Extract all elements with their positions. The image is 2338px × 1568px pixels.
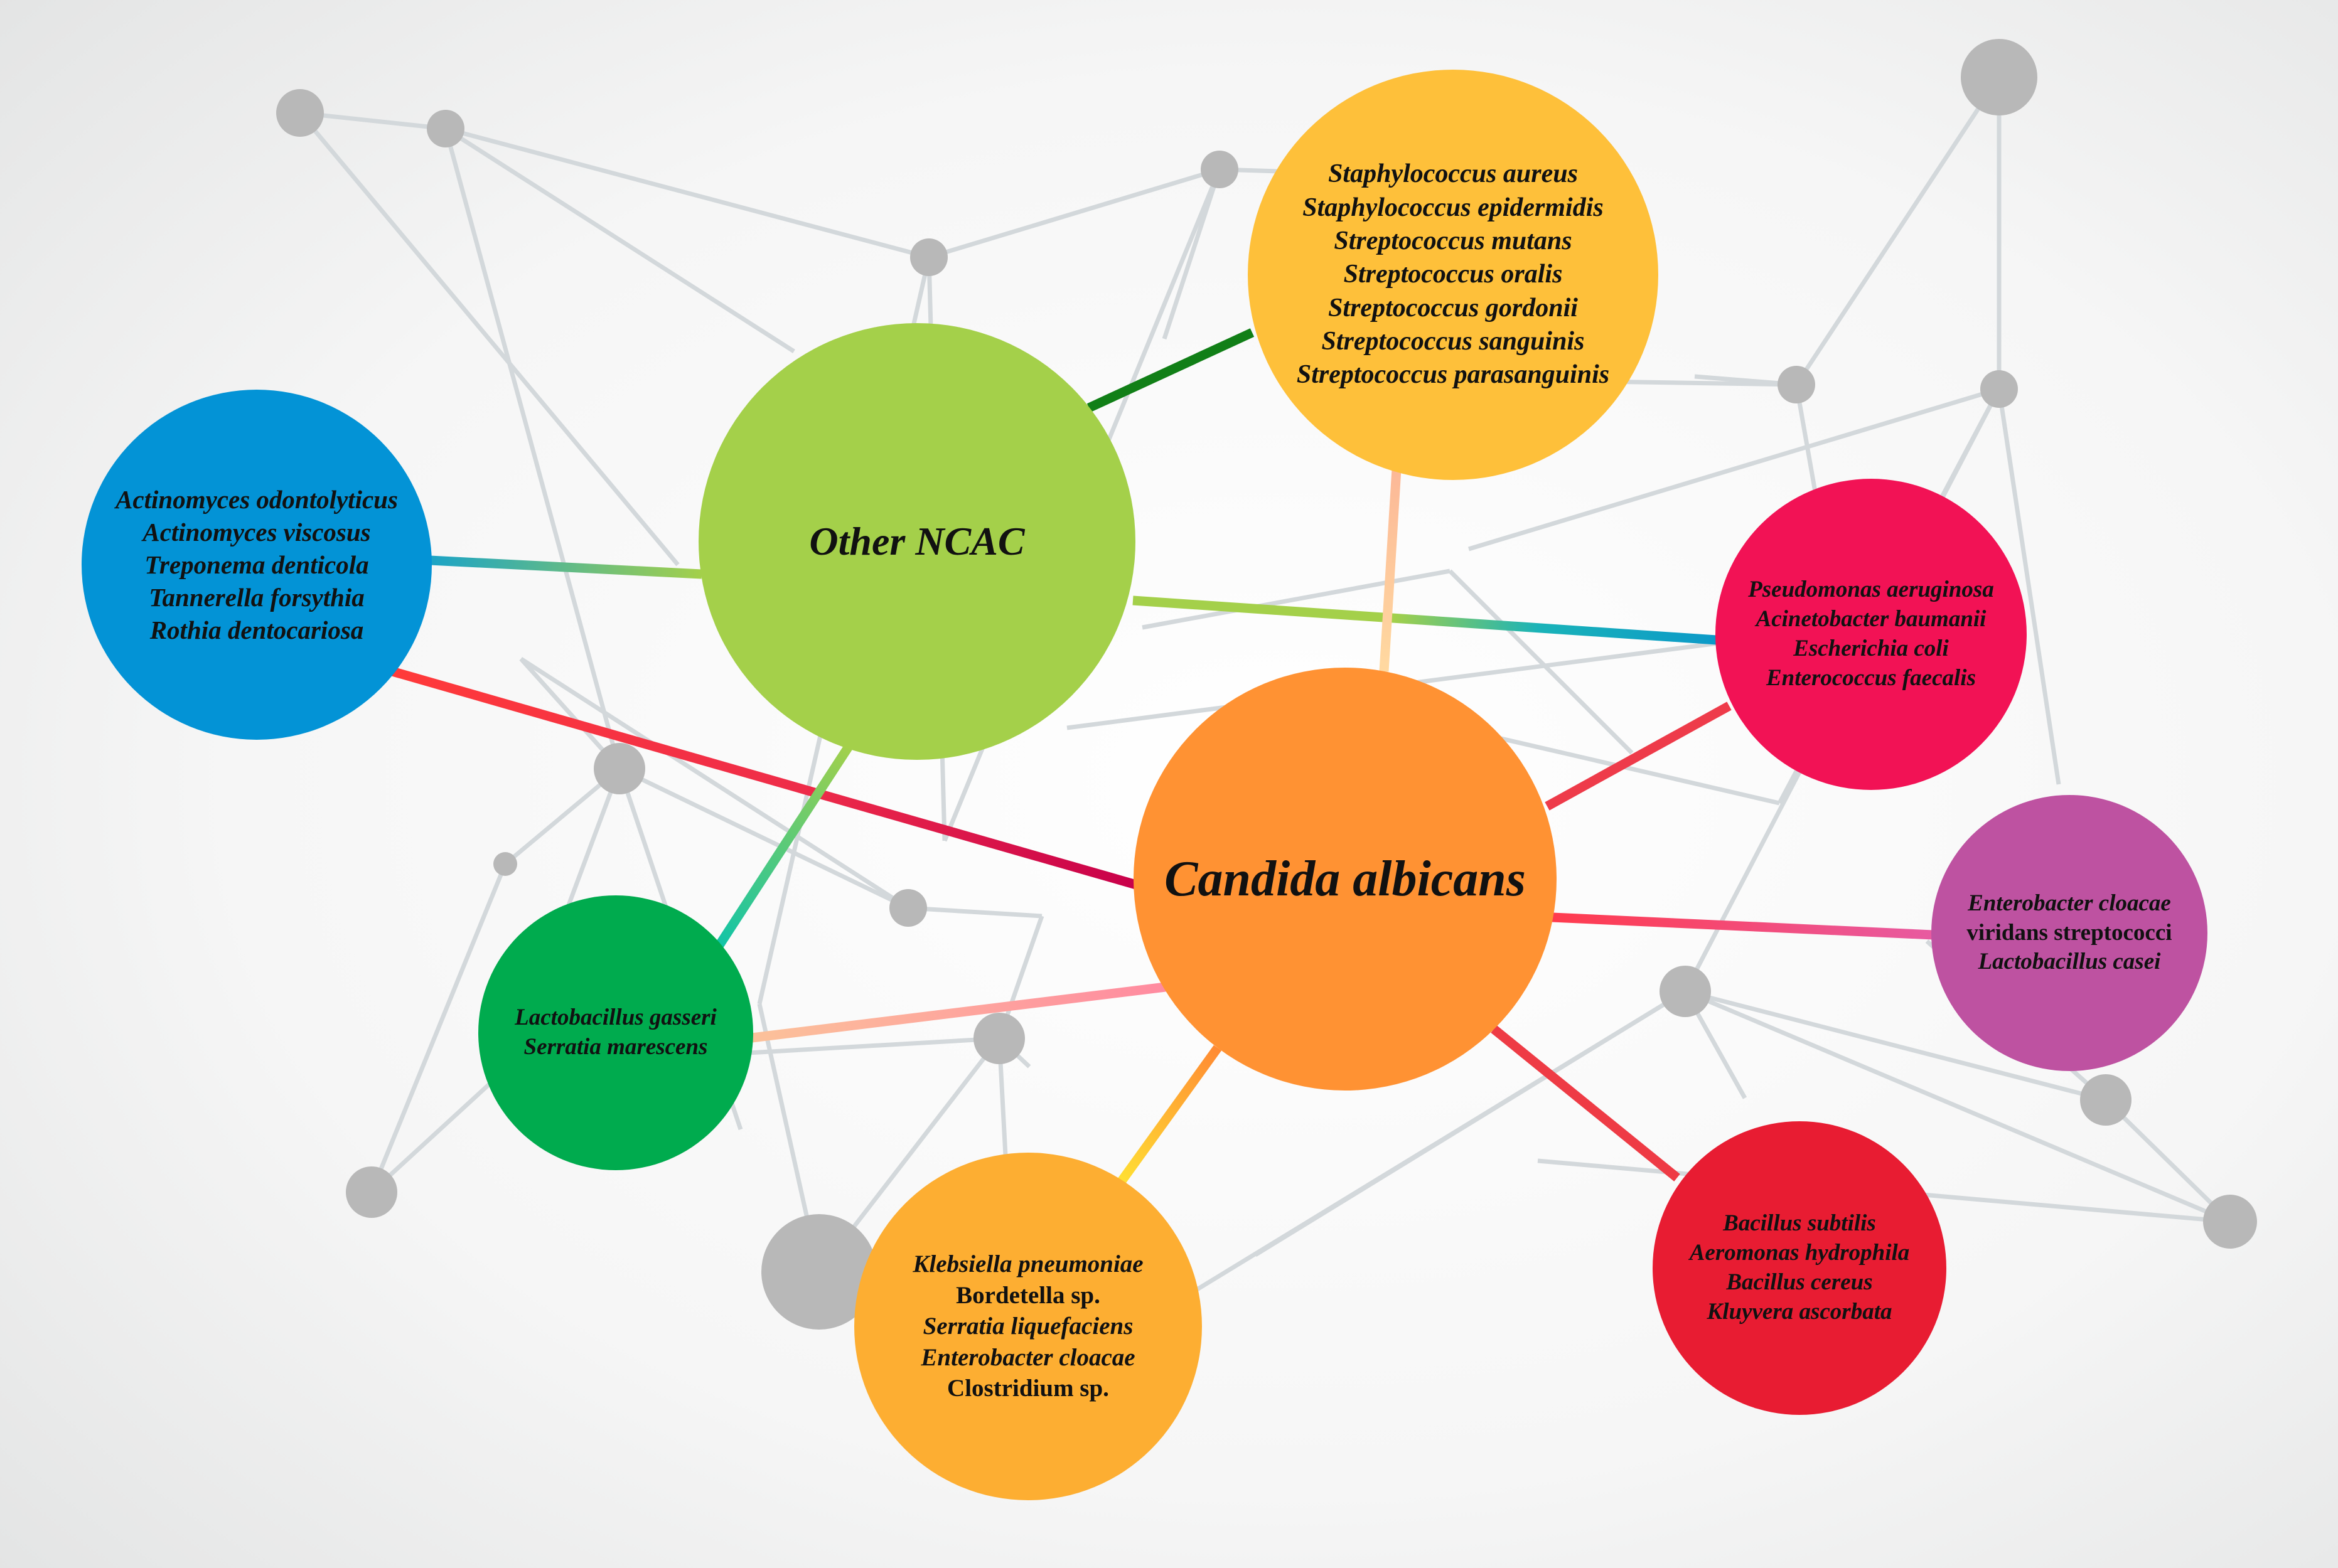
pseudomonas-cluster-node: Pseudomonas aeruginosa Acinetobacter bau…	[1715, 479, 2027, 790]
species-label: Pseudomonas aeruginosa	[1748, 577, 1994, 603]
network-line	[2104, 1098, 2232, 1224]
network-node	[973, 1013, 1025, 1064]
species-label: Streptococcus gordonii	[1328, 293, 1578, 323]
candida-albicans-node: Candida albicans	[1134, 668, 1557, 1091]
network-line	[1794, 76, 2001, 386]
network-node	[1660, 966, 1711, 1017]
network-line	[928, 167, 1221, 260]
network-line	[908, 905, 1043, 919]
network-line	[1685, 989, 2106, 1102]
species-label: Bordetella sp.	[956, 1281, 1100, 1309]
network-node	[2203, 1195, 2257, 1249]
species-label: Streptococcus mutans	[1334, 227, 1572, 255]
species-label: Kluyvera ascorbata	[1707, 1298, 1892, 1325]
network-line	[444, 127, 795, 353]
species-label: Lactobacillus casei	[1978, 949, 2161, 975]
connection-line	[1086, 328, 1255, 412]
connection-line	[1132, 595, 1717, 645]
connection-line	[1116, 1045, 1222, 1186]
candida-albicans-label: Candida albicans	[1164, 851, 1526, 907]
network-node	[346, 1166, 397, 1218]
network-line	[370, 1065, 510, 1194]
network-line	[299, 110, 446, 131]
species-label: Tannerella forsythia	[149, 583, 365, 612]
connection-line	[751, 981, 1171, 1043]
species-label: Treponema denticola	[144, 550, 369, 579]
network-line	[298, 111, 680, 567]
connection-lines	[390, 328, 1934, 1186]
species-label: Serratia liquefaciens	[923, 1313, 1134, 1340]
connection-line	[1491, 1025, 1680, 1181]
connection-line	[1552, 912, 1934, 940]
network-node	[427, 110, 464, 147]
connection-line	[1545, 701, 1732, 811]
network-nodes	[276, 39, 2257, 1330]
network-line	[1684, 989, 2231, 1224]
network-node	[1201, 151, 1238, 188]
network-node	[910, 238, 948, 276]
lactobacillus-cluster-node: Lactobacillus gasseri Serratia marescens	[478, 895, 753, 1170]
species-label: Staphylococcus epidermidis	[1302, 193, 1604, 222]
network-line	[369, 863, 508, 1193]
network-node	[493, 852, 517, 876]
species-label: Aeromonas hydrophila	[1689, 1240, 1910, 1266]
connection-line	[714, 744, 853, 949]
network-node	[594, 743, 645, 794]
species-label: Klebsiella pneumoniae	[913, 1251, 1144, 1278]
species-label: Staphylococcus aureus	[1328, 159, 1578, 189]
network-line	[1997, 388, 2061, 785]
network-line	[618, 766, 909, 910]
actinomyces-cluster-node: Actinomyces odontolyticus Actinomyces vi…	[82, 390, 432, 740]
network-node	[276, 89, 324, 137]
other-ncac-label: Other NCAC	[809, 519, 1025, 563]
network-node	[1961, 39, 2037, 115]
species-label: Lactobacillus gasseri	[515, 1005, 717, 1031]
staphylococcus-cluster-node: Staphylococcus aureus Staphylococcus epi…	[1248, 70, 1658, 480]
connection-line	[429, 555, 702, 579]
species-label: Streptococcus oralis	[1343, 260, 1563, 289]
species-label: Actinomyces odontolyticus	[115, 484, 398, 514]
network-line	[1142, 568, 1451, 630]
species-label: Enterobacter cloacae	[1968, 890, 2171, 916]
connection-line	[1379, 469, 1402, 672]
species-label: Actinomyces viscosus	[142, 517, 371, 547]
species-label: Bacillus subtilis	[1723, 1210, 1876, 1237]
species-label: Enterococcus faecalis	[1766, 664, 1976, 691]
species-label: Rothia dentocariosa	[149, 616, 364, 645]
species-label: Escherichia coli	[1793, 636, 1949, 661]
network-node	[1980, 370, 2018, 408]
connection-line	[390, 666, 1138, 890]
network-node	[2080, 1074, 2132, 1126]
network-node	[889, 889, 927, 927]
species-label: Streptococcus sanguinis	[1321, 326, 1585, 356]
bacillus-cluster-node: Bacillus subtilis Aeromonas hydrophila B…	[1653, 1121, 1946, 1415]
network-line	[1467, 387, 2000, 552]
other-ncac-node: Other NCAC	[699, 323, 1135, 760]
species-label: Acinetobacter baumanii	[1756, 606, 1987, 632]
species-label: Streptococcus parasanguinis	[1296, 360, 1610, 390]
network-line	[445, 126, 930, 260]
enterobacter-cluster-node: Enterobacter cloacae viridans streptococ…	[1931, 795, 2207, 1071]
species-label: Enterobacter cloacae	[921, 1343, 1135, 1371]
species-label: Clostridium sp.	[947, 1375, 1109, 1402]
klebsiella-cluster-node: Klebsiella pneumoniae Bordetella sp. Ser…	[854, 1153, 1202, 1500]
network-line	[1448, 569, 1634, 755]
network-line	[1254, 989, 1686, 1257]
species-label: viridans streptococci	[1966, 919, 2172, 946]
network-line	[443, 128, 622, 769]
network-node	[761, 1214, 877, 1330]
network-node	[1778, 366, 1815, 403]
species-label: Serratia marescens	[523, 1034, 708, 1060]
network-line	[520, 657, 909, 910]
species-label: Bacillus cereus	[1726, 1269, 1873, 1295]
